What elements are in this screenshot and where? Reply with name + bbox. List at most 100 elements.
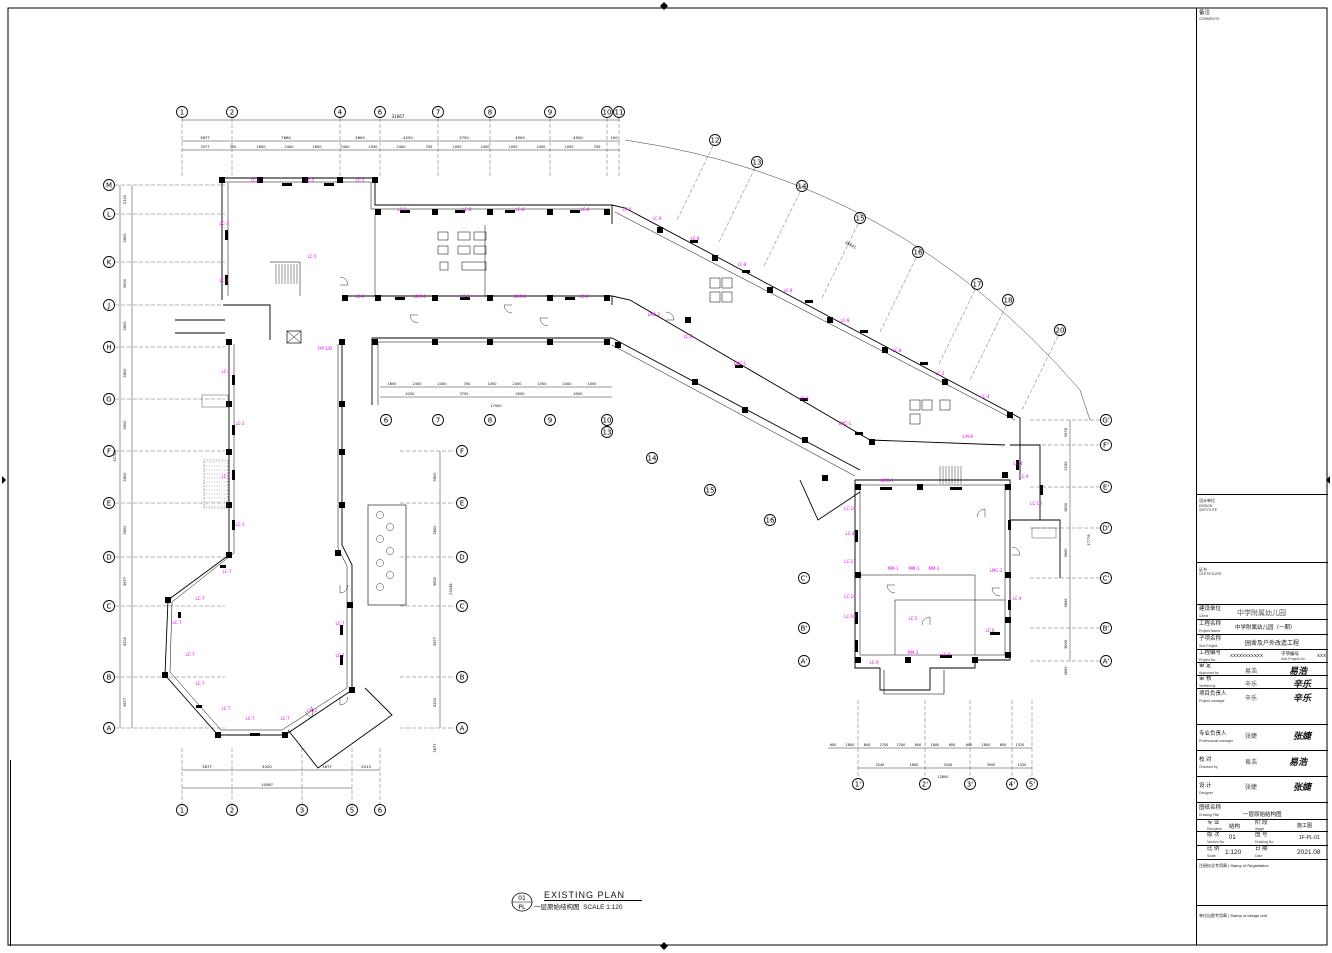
tree-3 <box>386 547 394 555</box>
column-60 <box>615 342 621 348</box>
grid-mid-A: A <box>460 725 465 733</box>
wall-stub-15 <box>220 565 226 568</box>
grid-top-11-circle <box>613 106 625 118</box>
pm-label: 项目负责人 <box>1199 691 1227 697</box>
door-swing-7 <box>304 706 314 718</box>
grid-diag-line-14 <box>763 191 801 267</box>
checked-label-en: Checked by <box>1199 765 1218 769</box>
dim-left-10: 3677 <box>123 698 127 707</box>
wall-stub-34 <box>1008 520 1011 530</box>
grid-mid-C-circle <box>456 600 468 612</box>
checked-name: 易浩 <box>1245 760 1258 766</box>
window-tag-25: LC-8 <box>683 334 692 339</box>
column-41 <box>882 347 888 353</box>
column-4 <box>372 177 378 183</box>
dim-inner-total: 17000 <box>490 404 501 408</box>
dim-left-4: 3600 <box>123 368 127 378</box>
fixture-6 <box>439 261 449 271</box>
dim-top-4: 3750 <box>459 135 469 140</box>
grid-inner-diag-16-circle <box>764 514 776 526</box>
sheet-border <box>7 7 1328 946</box>
prof-signature: 张婕 <box>1293 732 1312 742</box>
window-tag-17: LC-8 <box>690 236 699 241</box>
dim-top2-4: 1800 <box>313 145 322 149</box>
grid-inner-10-circle <box>601 414 613 426</box>
column-59 <box>1005 652 1011 658</box>
grid-right-5-circle <box>1100 622 1112 634</box>
hatch-area-3 <box>1031 527 1057 539</box>
grid-left-B-circle <box>103 671 115 683</box>
grid-right-left-2-circle <box>798 655 810 667</box>
grid-inner-7-circle <box>432 414 444 426</box>
dim-left-3: 3600 <box>123 321 127 331</box>
grid-inner-9: 9 <box>548 417 552 425</box>
grid-mid-C: C <box>460 603 465 611</box>
dim-br-5: 840 <box>915 743 921 747</box>
grid-top-6: 6 <box>378 109 383 117</box>
wall-stub-12 <box>232 425 235 435</box>
column-3 <box>337 177 343 183</box>
column-39 <box>767 287 773 293</box>
column-50 <box>855 484 861 490</box>
grid-inner-6-circle <box>380 414 392 426</box>
window-tag-53: MM-1 <box>909 566 920 571</box>
column-46 <box>742 407 748 413</box>
dim-left-total: 32744 <box>113 450 117 462</box>
grid-diag-14-circle <box>796 180 808 192</box>
dim-diag-arc <box>624 139 1091 421</box>
grid-diag-20-circle <box>1054 324 1066 336</box>
wall-stub-32 <box>855 612 858 624</box>
column-49 <box>1002 472 1008 478</box>
dim-left-9: 5200 <box>123 636 127 646</box>
window-tag-46: LMC-3 <box>881 478 894 483</box>
window-tag-0: LC-1 <box>250 178 259 183</box>
fixture-10 <box>709 291 721 303</box>
dim-br2-1: 1800 <box>910 763 919 767</box>
wall-diag-corridor-outer <box>611 337 861 471</box>
hatch-area-1 <box>203 459 229 509</box>
dim-br-8: 600 <box>966 743 972 747</box>
title-block: 备注 COMMENTS 设计单位 DESIGN INSTITUTE 证书 CER… <box>1196 8 1328 945</box>
dim-diag-total: 28841 <box>844 240 858 250</box>
window-tag-4: LC-8 <box>462 207 471 212</box>
fixture-11 <box>721 291 733 303</box>
door-swing-6 <box>339 696 349 706</box>
dim-top-1: 7860 <box>281 135 291 140</box>
wall-stub-10 <box>225 275 228 285</box>
grid-left-A-circle <box>103 722 115 734</box>
dim-bottom-3: 2013 <box>361 764 371 769</box>
grid-right-0: G' <box>1102 417 1109 425</box>
grid-inner-diag-14-circle <box>646 452 658 464</box>
grid-top-7: 7 <box>436 109 440 117</box>
window-tag-14: LMC-1 <box>514 294 527 299</box>
door-swing-10 <box>886 584 896 594</box>
dim-inner-6: 1050 <box>538 382 547 386</box>
wall-north-west <box>222 177 613 224</box>
prof-label: 专业负责人 <box>1199 731 1227 737</box>
grid-mid-D: D <box>459 554 464 562</box>
tree-2 <box>376 535 384 543</box>
wall-stub-20 <box>340 655 343 665</box>
grid-left-M-circle <box>103 179 115 191</box>
dim-top2-1: 300 <box>230 145 237 149</box>
grid-diag-18-circle <box>1002 294 1014 306</box>
dim-bottom-0: 3677 <box>202 764 212 769</box>
window-tag-5: LC-8 <box>515 207 524 212</box>
wall-stub-38 <box>1016 460 1019 470</box>
grid-diag-15: 15 <box>856 215 865 223</box>
verified-name: 辛乐 <box>1245 682 1258 688</box>
grid-left-C: C <box>107 603 112 611</box>
column-11 <box>375 295 381 301</box>
dim-br2-4: 1520 <box>1018 763 1027 767</box>
grid-diag-16: 16 <box>914 249 923 257</box>
dim-inner-1: 2400 <box>413 382 422 386</box>
wall-diag-north <box>611 204 1021 480</box>
column-30 <box>162 672 168 678</box>
column-27 <box>349 687 355 693</box>
grid-diag-12: 12 <box>711 137 720 145</box>
pm-row: 项目负责人 Project manager 辛乐 辛乐 <box>1197 688 1328 724</box>
window-tag-23: LC-4 <box>980 394 989 399</box>
grid-mid-E-circle <box>456 497 468 509</box>
window-tag-19: LC-8 <box>783 288 792 293</box>
checked-row: 校 对 Checked by 易浩 易浩 <box>1197 750 1328 776</box>
